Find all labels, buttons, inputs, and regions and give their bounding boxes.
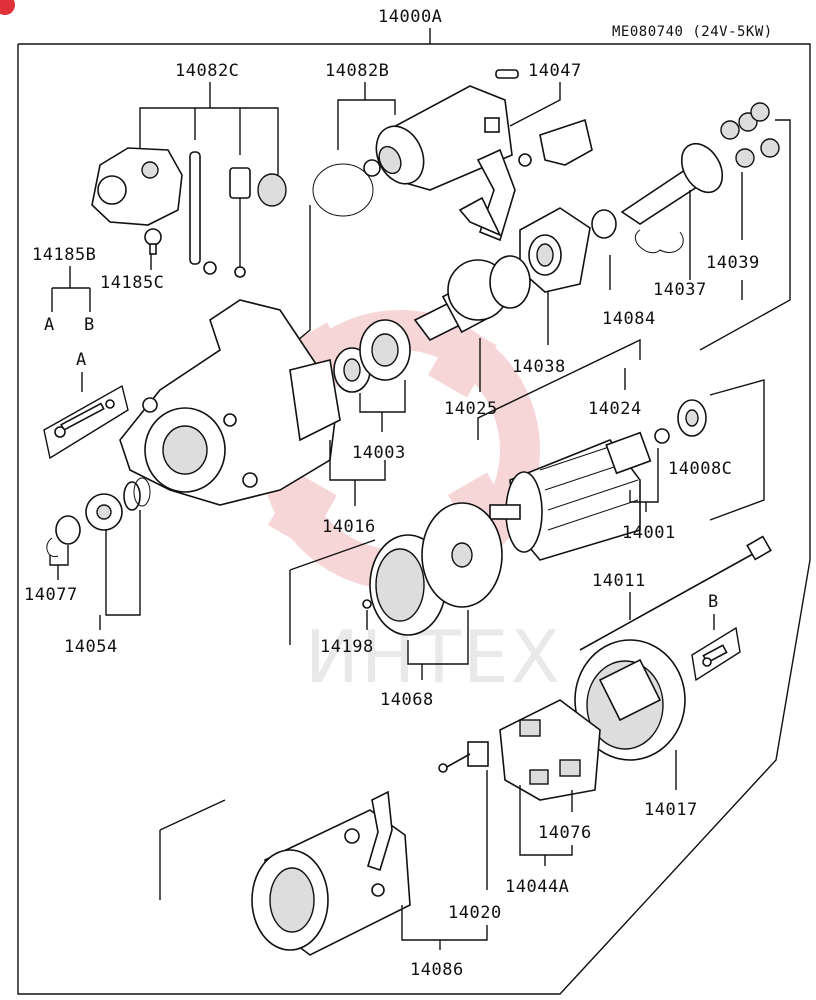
part-14076-brush-holder: 14076 14044A bbox=[499, 699, 601, 897]
part-14068-cover: 14068 14198 bbox=[320, 502, 503, 710]
label-14024: 14024 bbox=[588, 399, 642, 419]
label-14047: 14047 bbox=[528, 61, 582, 81]
label-14011: 14011 bbox=[592, 571, 646, 591]
part-14082C-group: 14082C bbox=[91, 61, 287, 278]
label-14185C: 14185C bbox=[100, 273, 164, 293]
label-14068: 14068 bbox=[380, 690, 434, 710]
part-14039-bearings: 14039 14037 14084 bbox=[591, 102, 791, 351]
label-14039: 14039 bbox=[706, 253, 760, 273]
part-14011-bolt: 14011 bbox=[579, 535, 772, 651]
label-14016: 14016 bbox=[322, 517, 376, 537]
label-14084: 14084 bbox=[602, 309, 656, 329]
label-14086: 14086 bbox=[410, 960, 464, 980]
part-14020-brush: 14020 bbox=[438, 741, 502, 923]
label-14038: 14038 bbox=[512, 357, 566, 377]
part-14003-bearings: 14003 bbox=[333, 319, 411, 463]
label-14020: 14020 bbox=[448, 903, 502, 923]
assembly-frame bbox=[17, 43, 811, 995]
label-14185B: 14185B bbox=[32, 245, 96, 265]
part-14086-yoke: 14086 bbox=[251, 790, 488, 980]
part-14047-lever: 14047 bbox=[458, 61, 593, 242]
corner-badge bbox=[0, 0, 15, 15]
part-14025-pinion-shaft: 14025 bbox=[413, 255, 531, 419]
label-14000A: 14000A bbox=[378, 7, 442, 27]
callout-A: A bbox=[76, 350, 87, 370]
label-14017: 14017 bbox=[644, 800, 698, 820]
callout-B: B bbox=[708, 592, 719, 612]
label-14025: 14025 bbox=[444, 399, 498, 419]
label-14054: 14054 bbox=[64, 637, 118, 657]
watermark-text: ИНТЕХ bbox=[305, 615, 562, 699]
part-14017-rear-cover: 14017 bbox=[574, 639, 698, 820]
label-14003: 14003 bbox=[352, 443, 406, 463]
detail-letter-B: B bbox=[84, 315, 95, 335]
label-14044A: 14044A bbox=[505, 877, 569, 897]
label-14077: 14077 bbox=[24, 585, 78, 605]
housing-body bbox=[119, 299, 341, 506]
detail-A-box bbox=[43, 384, 129, 460]
label-14198: 14198 bbox=[320, 637, 374, 657]
part-14038-clutch: 14038 bbox=[512, 207, 591, 377]
label-14001: 14001 bbox=[622, 523, 676, 543]
label-14082B: 14082B bbox=[325, 61, 389, 81]
part-14054-pinion: 14077 14054 bbox=[24, 477, 151, 657]
label-14008C: 14008C bbox=[668, 459, 732, 479]
detail-B-box bbox=[691, 626, 741, 682]
part-14001-armature bbox=[489, 399, 707, 561]
label-14076: 14076 bbox=[538, 823, 592, 843]
label-14082C: 14082C bbox=[175, 61, 239, 81]
detail-letter-A: A bbox=[44, 315, 55, 335]
model-code: ME080740 (24V-5KW) bbox=[612, 24, 773, 40]
label-14037: 14037 bbox=[653, 280, 707, 300]
